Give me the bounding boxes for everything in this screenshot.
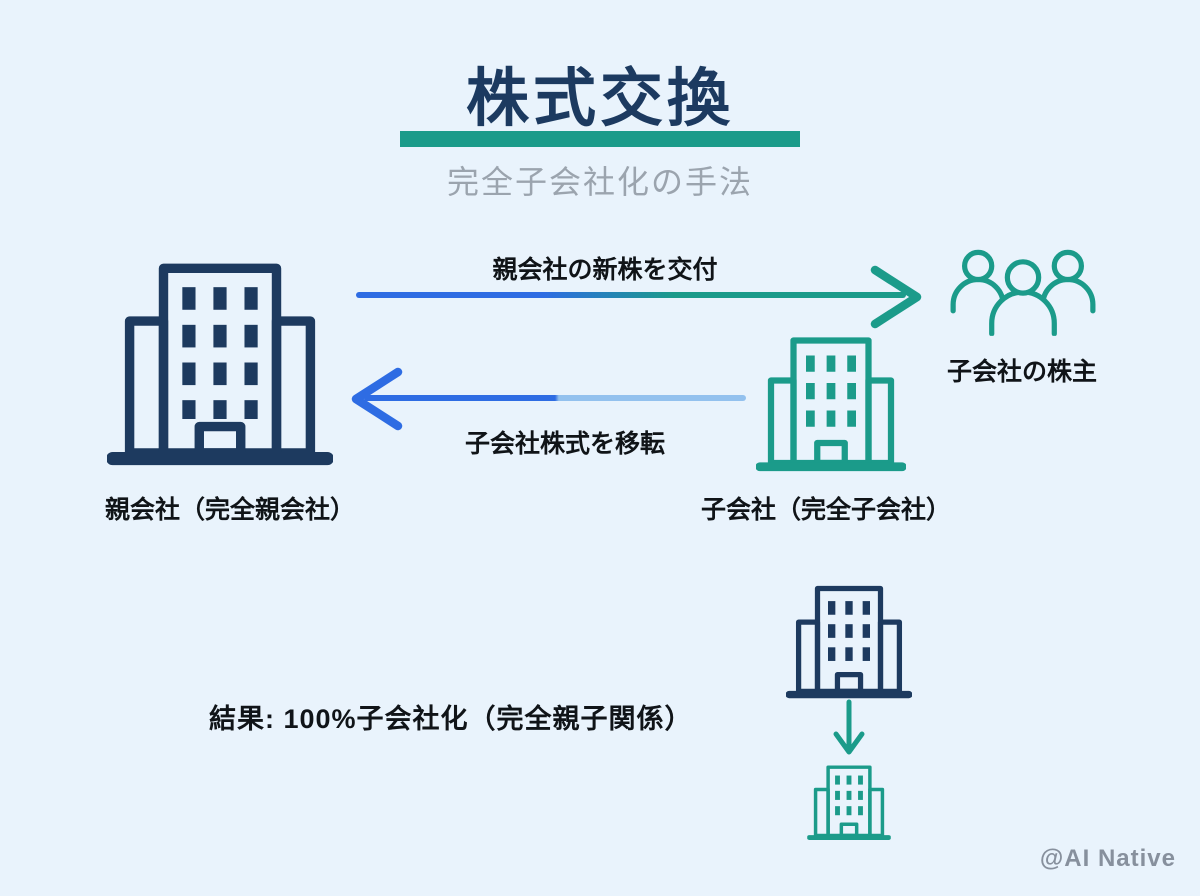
subsidiary-label: 子会社（完全子会社） — [700, 496, 951, 524]
page-subtitle: 完全子会社化の手法 — [446, 164, 753, 200]
new-shares-arrow-line — [356, 292, 906, 298]
share-transfer-arrow-label: 子会社株式を移転 — [464, 430, 665, 458]
result-subsidiary-building-icon — [807, 763, 891, 841]
page-title: 株式交換 — [466, 64, 734, 134]
right-arrowhead-icon — [870, 265, 922, 329]
result-text: 結果: 100%子会社化（完全親子関係） — [209, 704, 693, 734]
parent-company-building-icon — [107, 257, 333, 468]
title-underline-bar — [400, 131, 800, 147]
shareholders-group-icon — [950, 246, 1096, 332]
share-transfer-arrow-line — [364, 395, 746, 401]
down-arrow-icon — [832, 699, 866, 758]
shareholders-label: 子会社の株主 — [946, 358, 1097, 386]
parent-company-label: 親会社（完全親会社） — [104, 496, 355, 524]
new-shares-arrow-label: 親会社の新株を交付 — [492, 256, 718, 284]
watermark: @AI Native — [1039, 845, 1176, 872]
result-parent-building-icon — [786, 582, 912, 700]
left-arrowhead-icon — [351, 367, 403, 431]
